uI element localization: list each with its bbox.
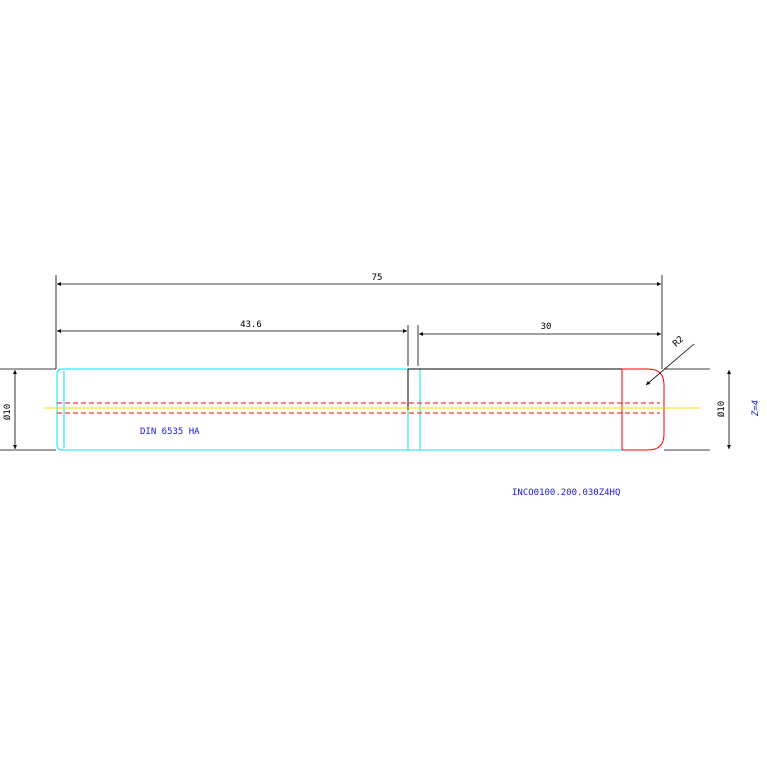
dimension-shank-length: 43.6 [57, 320, 409, 366]
shank-length-label: 43.6 [240, 320, 262, 330]
cutting-head-outline [621, 368, 665, 451]
dimension-cutting-length: 30 [417, 322, 661, 366]
dimension-overall-length: 75 [57, 273, 663, 369]
shank-standard-note: DIN 6535 HA [140, 427, 200, 437]
neck-outline [407, 368, 622, 410]
dimension-shank-diameter: Ø10 [2, 370, 17, 449]
corner-radius-label: R2 [671, 335, 686, 350]
dimension-corner-radius: R2 [645, 335, 695, 386]
dimension-cutting-diameter: Ø10 [716, 370, 731, 449]
cutting-diameter-label: Ø10 [716, 401, 727, 417]
shank-diameter-label: Ø10 [2, 404, 13, 420]
flute-count-note: Z=4 [751, 400, 761, 417]
shank-outline [56, 368, 622, 451]
tool-outline [0, 275, 710, 451]
part-number-note: INCO0100.200.030Z4HQ [512, 488, 620, 498]
overall-length-label: 75 [372, 273, 383, 283]
cutting-length-label: 30 [541, 322, 552, 332]
center-lines [45, 402, 700, 414]
